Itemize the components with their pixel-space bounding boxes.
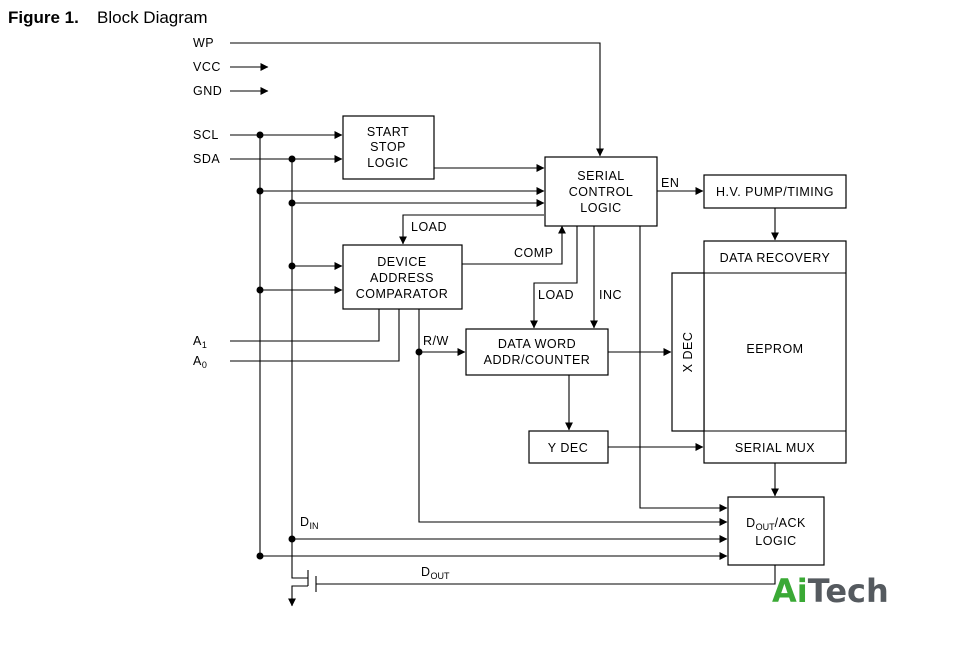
junction-dots [256, 131, 423, 560]
svg-text:X DEC: X DEC [681, 332, 695, 373]
hv-pump-timing-block: H.V. PUMP/TIMING [703, 174, 847, 209]
serial-mux-label: SERIAL MUX [735, 441, 815, 455]
device-address-comparator-block: DEVICE ADDRESS COMPARATOR [342, 244, 463, 310]
svg-text:COMPARATOR: COMPARATOR [356, 287, 449, 301]
svg-text:LOGIC: LOGIC [580, 201, 621, 215]
signal-dout-label: DOUT [421, 565, 450, 581]
pin-vcc-label: VCC [193, 60, 221, 74]
svg-text:STOP: STOP [370, 140, 406, 154]
svg-text:DATA WORD: DATA WORD [498, 337, 576, 351]
svg-text:LOGIC: LOGIC [755, 534, 796, 548]
pin-a0-label: A0 [193, 354, 207, 370]
eeprom-array-block: DATA RECOVERY EEPROM SERIAL MUX [703, 240, 847, 464]
pin-gnd-label: GND [193, 84, 222, 98]
svg-text:Y DEC: Y DEC [548, 441, 588, 455]
pin-wp-label: WP [193, 36, 214, 50]
wires [230, 42, 779, 607]
svg-text:CONTROL: CONTROL [569, 185, 634, 199]
pin-a1-label: A1 [193, 334, 207, 350]
signal-comp-label: COMP [514, 246, 554, 260]
pin-sda-label: SDA [193, 152, 220, 166]
svg-text:START: START [367, 125, 409, 139]
signal-en-label: EN [661, 176, 679, 190]
svg-text:ADDRESS: ADDRESS [370, 271, 434, 285]
signal-load-top-label: LOAD [411, 220, 447, 234]
x-dec-block: X DEC [671, 272, 705, 432]
eeprom-label: EEPROM [746, 342, 803, 356]
svg-text:H.V. PUMP/TIMING: H.V. PUMP/TIMING [716, 185, 834, 199]
figure-title: Block Diagram [97, 8, 208, 27]
signal-rw-label: R/W [423, 334, 449, 348]
signal-inc-label: INC [599, 288, 622, 302]
figure-number: Figure 1. [8, 8, 79, 27]
y-dec-block: Y DEC [528, 430, 609, 464]
signal-din-label: DIN [300, 515, 319, 531]
svg-text:SERIAL: SERIAL [577, 169, 624, 183]
svg-text:DOUT/ACK: DOUT/ACK [746, 516, 806, 532]
svg-text:DEVICE: DEVICE [377, 255, 427, 269]
svg-text:ADDR/COUNTER: ADDR/COUNTER [484, 353, 591, 367]
data-recovery-label: DATA RECOVERY [720, 251, 831, 265]
start-stop-logic-block: START STOP LOGIC [342, 115, 435, 180]
serial-control-logic-block: SERIAL CONTROL LOGIC [544, 156, 658, 227]
aitech-logo: AiTech [772, 572, 889, 610]
svg-text:AiTech: AiTech [772, 572, 889, 610]
data-word-addr-counter-block: DATA WORD ADDR/COUNTER [465, 328, 609, 376]
svg-text:LOGIC: LOGIC [367, 156, 408, 170]
dout-ack-logic-block: DOUT/ACK LOGIC [727, 496, 825, 566]
pin-scl-label: SCL [193, 128, 219, 142]
signal-load-mid-label: LOAD [538, 288, 574, 302]
